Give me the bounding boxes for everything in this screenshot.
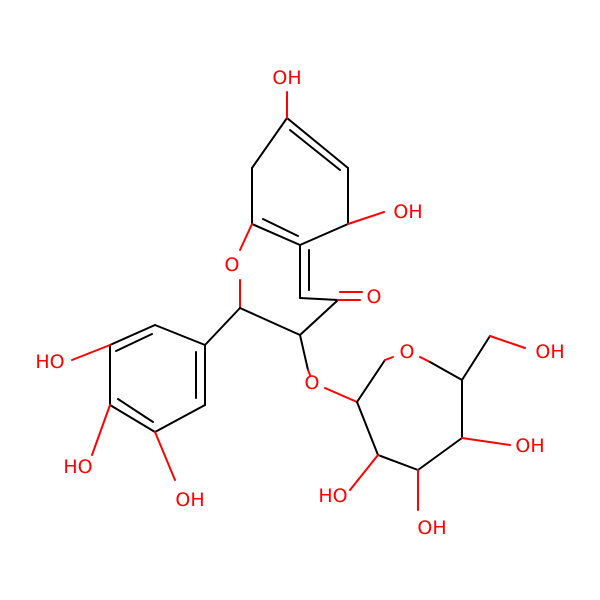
gallol-ho-top-label: HO [35,351,64,373]
bond-sugar-ho-left [349,454,379,491]
oh-label-5: OH [393,201,422,223]
bond-ether-c1 [324,387,358,403]
sugar-ring-oxygen-label: O [400,341,415,363]
bond-oh-5 [347,211,385,225]
ring-c-bonds [239,223,363,336]
gallol-oh-bottom-label: OH [175,489,204,511]
gallol-ho-mid-label: HO [63,456,92,478]
oh-label-top: OH [272,67,301,89]
ring-b-bonds [109,307,241,433]
bond-gallol-oh-mid [91,404,111,456]
sugar-ring-bonds [356,356,463,471]
bond-sugar-oh-right [461,437,511,446]
ether-oxygen-label: O [305,372,320,394]
bond-ch2 [461,335,491,381]
ch2-oh-label: OH [535,341,564,363]
sugar-oh-bottom-label: OH [417,517,446,539]
ring-a-bonds [251,117,349,299]
bond-c3-ether [299,334,309,371]
bond-ch2-oh [489,335,526,349]
ring-oxygen-label: O [225,254,240,276]
bond-gallol-oh-bottom [154,431,176,481]
ketone-oxygen-label: O [367,286,382,308]
sugar-ho-left-label: HO [318,485,347,507]
bond-gallol-oh-top [71,344,111,361]
bond-ether-o [307,369,311,376]
sugar-oh-right-label: OH [515,435,544,457]
